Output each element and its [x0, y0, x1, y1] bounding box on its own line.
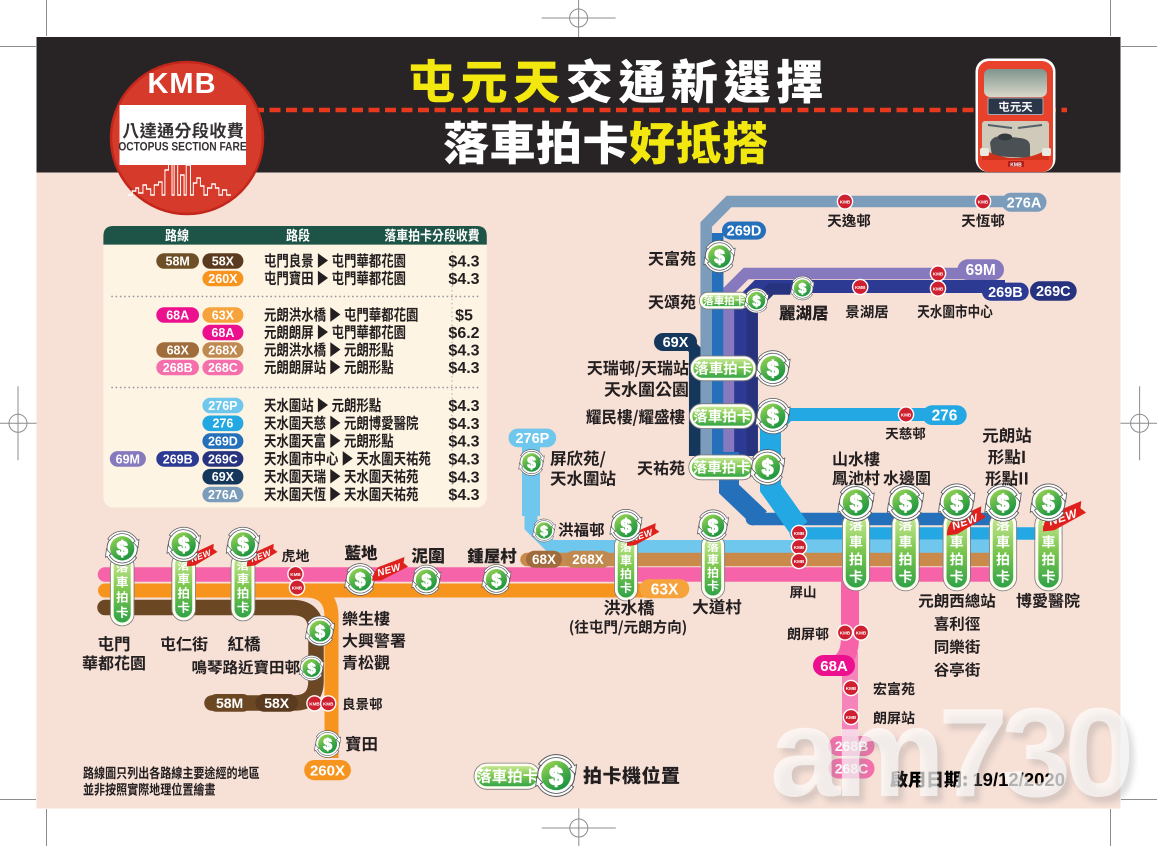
svg-text:KMB: KMB: [147, 68, 216, 100]
svg-text:$4.3: $4.3: [448, 360, 479, 377]
svg-text:276A: 276A: [1007, 195, 1042, 211]
svg-text:$4.3: $4.3: [448, 416, 479, 433]
svg-text:$4.3: $4.3: [448, 398, 479, 415]
svg-text:am730: am730: [770, 682, 1129, 823]
svg-text:KMB: KMB: [1010, 163, 1022, 169]
svg-text:$4.3: $4.3: [448, 469, 479, 486]
svg-text:58X: 58X: [264, 695, 290, 711]
svg-text:OCTOPUS SECTION FARE: OCTOPUS SECTION FARE: [118, 141, 246, 154]
svg-text:68A: 68A: [211, 326, 234, 340]
svg-text:276: 276: [212, 417, 233, 431]
svg-text:63X: 63X: [651, 581, 679, 598]
svg-text:269D: 269D: [208, 435, 238, 449]
svg-text:68X: 68X: [532, 552, 556, 567]
svg-text:68X: 68X: [167, 343, 190, 357]
svg-text:276: 276: [932, 408, 958, 425]
svg-text:$4.3: $4.3: [448, 254, 479, 271]
svg-text:268C: 268C: [208, 361, 238, 375]
svg-text:19/12/2020: 19/12/2020: [972, 769, 1065, 790]
svg-text:58M: 58M: [216, 695, 243, 711]
svg-text:$6.2: $6.2: [448, 325, 479, 342]
svg-text:276A: 276A: [208, 488, 238, 502]
svg-text:269C: 269C: [208, 452, 238, 466]
svg-text:am730: am730: [775, 688, 1134, 829]
svg-text:269B: 269B: [163, 452, 193, 466]
svg-text:268B: 268B: [163, 361, 193, 375]
svg-text:69M: 69M: [966, 262, 996, 279]
svg-text:$4.3: $4.3: [448, 434, 479, 451]
svg-text:69X: 69X: [212, 470, 235, 484]
svg-text:269C: 269C: [1036, 284, 1071, 300]
svg-text:63X: 63X: [212, 308, 235, 322]
svg-text:260X: 260X: [208, 272, 238, 286]
svg-text:269B: 269B: [988, 285, 1023, 301]
svg-text:58X: 58X: [212, 254, 235, 268]
svg-text:268B: 268B: [835, 738, 868, 754]
svg-text:68A: 68A: [820, 658, 848, 675]
svg-text:269D: 269D: [727, 224, 762, 240]
svg-text:58M: 58M: [166, 254, 190, 268]
svg-text:268X: 268X: [208, 343, 238, 357]
svg-text:260X: 260X: [310, 762, 345, 779]
svg-text:69X: 69X: [663, 335, 689, 351]
svg-text:268C: 268C: [835, 761, 868, 777]
svg-text:$4.3: $4.3: [448, 487, 479, 504]
svg-text:276P: 276P: [208, 399, 237, 413]
svg-text:$5: $5: [455, 308, 473, 325]
svg-text:$4.3: $4.3: [448, 271, 479, 288]
svg-text:$4.3: $4.3: [448, 452, 479, 469]
svg-text:268X: 268X: [572, 552, 604, 567]
svg-text:69M: 69M: [116, 452, 140, 466]
svg-text:68A: 68A: [166, 308, 189, 322]
svg-text:$4.3: $4.3: [448, 343, 479, 360]
svg-text:276P: 276P: [515, 431, 549, 447]
